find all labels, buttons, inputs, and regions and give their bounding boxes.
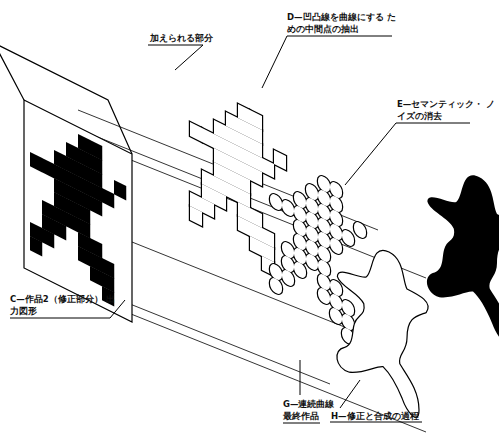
fill-cell bbox=[270, 276, 282, 296]
fill-cell bbox=[202, 198, 214, 218]
outline-cell bbox=[342, 228, 354, 248]
curve-outline bbox=[337, 226, 428, 424]
fill-cell bbox=[202, 128, 214, 148]
fill-cell bbox=[282, 268, 294, 288]
fill-cell bbox=[250, 236, 262, 256]
pixel-cell bbox=[54, 220, 66, 240]
fill-cell bbox=[318, 286, 330, 306]
outline-cell bbox=[274, 150, 286, 170]
fill-cell bbox=[226, 182, 238, 202]
fill-cell bbox=[190, 122, 202, 142]
leader-line bbox=[300, 360, 301, 395]
stepped-outline bbox=[190, 80, 286, 282]
fill-cell bbox=[354, 220, 366, 240]
final-shape bbox=[427, 151, 499, 349]
fill-cell bbox=[270, 192, 282, 212]
pixel-cell bbox=[30, 236, 42, 256]
leader-lines bbox=[10, 36, 470, 423]
leader-line bbox=[287, 36, 392, 37]
fill-cell bbox=[274, 150, 286, 170]
pixel-cell bbox=[90, 266, 102, 286]
leader-line bbox=[340, 380, 360, 408]
final-blob bbox=[427, 151, 499, 349]
rounded-outline bbox=[270, 150, 366, 352]
leader-line bbox=[345, 123, 396, 185]
fill-cell bbox=[282, 198, 294, 218]
callout-label: C—作品2（修正部分） 出力図形 bbox=[10, 293, 120, 317]
slab-top bbox=[0, 43, 132, 154]
outline-cell bbox=[202, 128, 214, 148]
pixel-cell bbox=[42, 228, 54, 248]
pixel-cell bbox=[30, 152, 42, 172]
outline-cell bbox=[262, 158, 274, 178]
leader-line bbox=[262, 36, 287, 88]
outline-cell bbox=[270, 192, 282, 212]
pixel-cell bbox=[102, 188, 114, 208]
callout-label: D—凹凸線を曲線にする ための中間点の抽出 bbox=[287, 11, 397, 35]
pixel-cell bbox=[90, 196, 102, 216]
leader-line bbox=[148, 45, 203, 70]
fill-cell bbox=[330, 306, 342, 326]
pixel-cell bbox=[42, 158, 54, 178]
fill-cell bbox=[190, 206, 202, 226]
pixel-slab bbox=[0, 43, 132, 322]
pixel-cell bbox=[78, 246, 90, 266]
fill-cell bbox=[214, 190, 226, 210]
pixel-cell bbox=[114, 180, 126, 200]
smooth-curve bbox=[337, 226, 428, 424]
leader-line bbox=[396, 123, 470, 124]
outline-cell bbox=[354, 220, 366, 240]
callout-label: E—セマンティック・ ノイズの消去 bbox=[397, 98, 497, 122]
leader-line bbox=[330, 422, 422, 423]
fill-cell bbox=[330, 236, 342, 256]
fill-cell bbox=[262, 158, 274, 178]
slab-face bbox=[24, 100, 132, 322]
fill-cell bbox=[306, 252, 318, 272]
fill-cell bbox=[342, 228, 354, 248]
fill-cell bbox=[294, 260, 306, 280]
outline-cell bbox=[190, 122, 202, 142]
leader-line bbox=[283, 423, 320, 424]
callout-label: H—修正と合成の過程 bbox=[331, 410, 441, 422]
fill-cell bbox=[250, 166, 262, 186]
fill-cell bbox=[238, 216, 250, 236]
callout-label: 加えられる部分 bbox=[150, 32, 230, 44]
outline-cell bbox=[282, 198, 294, 218]
pixel-cell bbox=[66, 212, 78, 232]
